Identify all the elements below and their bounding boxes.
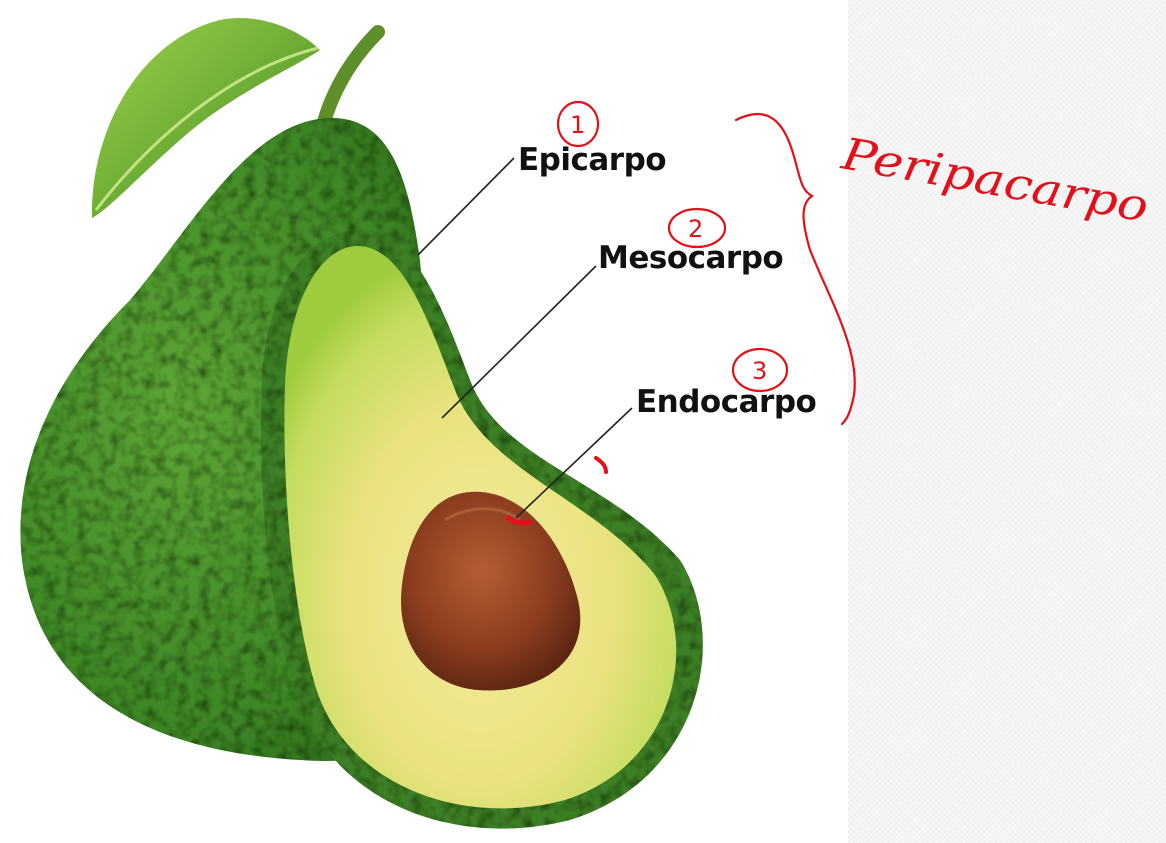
flesh-mark	[596, 458, 606, 472]
number-3: 3	[752, 357, 767, 385]
number-1: 1	[570, 111, 585, 139]
pericarp-handwritten-label: Peripacarpo	[837, 128, 1152, 232]
epicarp-leader-line	[418, 158, 514, 255]
number-2: 2	[688, 215, 703, 243]
stem-illustration	[322, 32, 378, 130]
mesocarp-leader-line	[442, 266, 596, 418]
epicarp-label: Epicarpo	[518, 142, 666, 178]
mesocarp-label: Mesocarpo	[598, 240, 783, 276]
endocarp-label: Endocarpo	[636, 384, 816, 420]
